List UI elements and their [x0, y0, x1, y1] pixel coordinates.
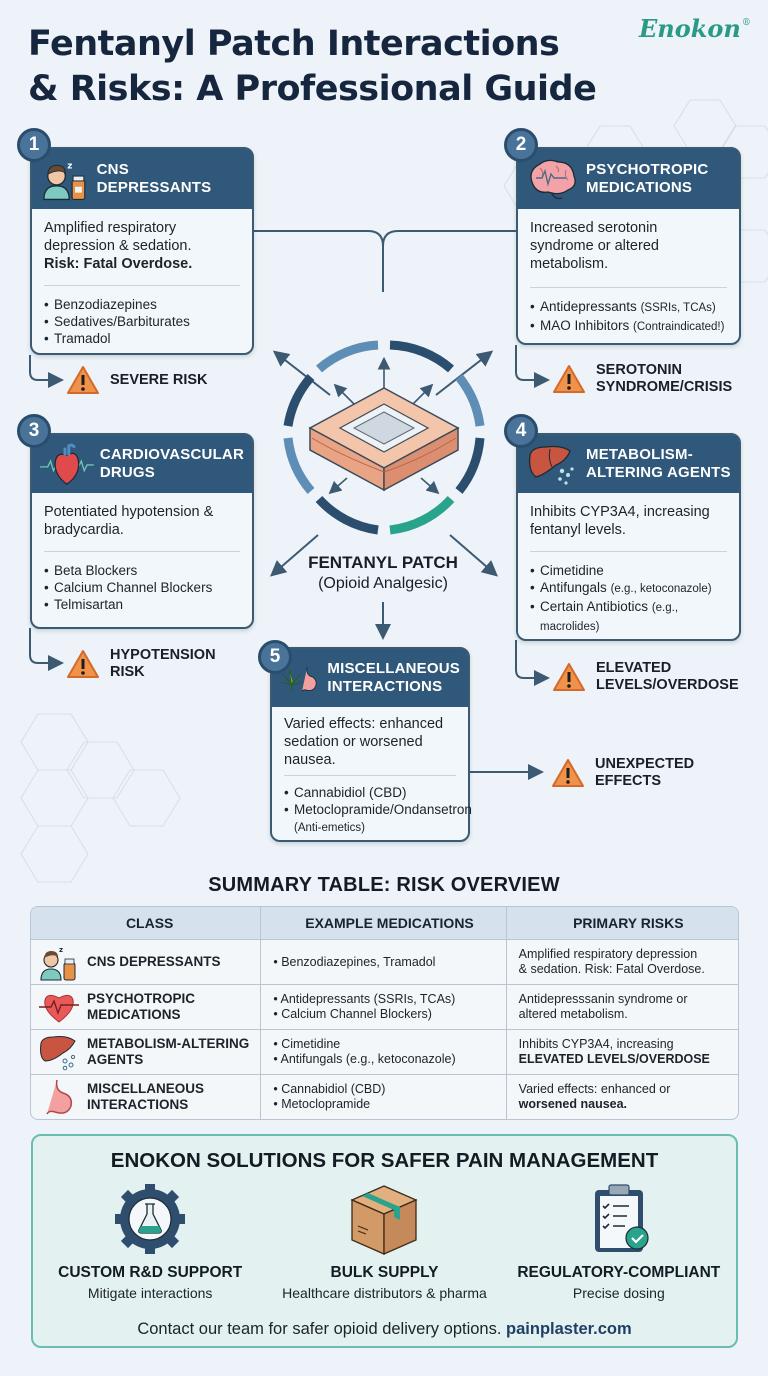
solutions-title: ENOKON SOLUTIONS FOR SAFER PAIN MANAGEME…	[110, 1149, 659, 1172]
cannabis-stomach-icon	[281, 666, 317, 692]
center-ring	[283, 340, 485, 535]
warning-icon	[552, 759, 584, 787]
summary-table-title: SUMMARY TABLE: RISK OVERVIEW	[208, 874, 560, 896]
list-item: Antidepressants (SSRIs, TCAs)	[530, 298, 727, 317]
svg-text:z: z	[59, 946, 63, 954]
solution-regulatory-compliant: REGULATORY-COMPLIANT Precise dosing	[502, 1182, 736, 1301]
card-4-number-badge: 4	[504, 414, 538, 448]
column-header: PRIMARY RISKS	[573, 914, 684, 931]
table-header-row: CLASS EXAMPLE MEDICATIONS PRIMARY RISKS	[31, 907, 738, 939]
card-cns-depressants: z CNS DEPRESSANTS Amplified respiratory …	[30, 147, 254, 355]
card-2-title: PSYCHOTROPIC	[586, 161, 709, 178]
liver-icon	[40, 1036, 76, 1071]
contact-line: Contact our team for safer opioid delive…	[137, 1320, 632, 1338]
card-5-title: MISCELLANEOUS	[327, 660, 460, 677]
card-3-med-list: Beta Blockers Calcium Channel Blockers T…	[44, 562, 240, 613]
gear-flask-icon	[115, 1184, 186, 1254]
risk-callout-severe: SEVERE RISK	[66, 365, 208, 395]
card-4-med-list: Cimetidine Antifungals (e.g., ketoconazo…	[530, 562, 727, 636]
card-3-number-badge: 3	[17, 414, 51, 448]
list-item: Certain Antibiotics (e.g., macrolides)	[530, 598, 727, 636]
painplaster-link[interactable]: painplaster.com	[506, 1320, 632, 1338]
clipboard-check-icon	[594, 1184, 649, 1252]
divider	[530, 551, 727, 552]
solution-bulk-supply: BULK SUPPLY Healthcare distributors & ph…	[267, 1182, 501, 1301]
center-fentanyl-patch-label: FENTANYL PATCH (Opioid Analgesic)	[308, 553, 458, 592]
column-header: CLASS	[31, 907, 262, 939]
stomach-icon	[46, 1079, 73, 1115]
list-item: Cannabidiol (CBD)	[284, 784, 456, 801]
heart-icon	[40, 443, 94, 485]
list-item: Metoclopramide/Ondansetron(Anti-emetics)	[284, 801, 472, 837]
list-item: Calcium Channel Blockers	[44, 579, 240, 596]
divider	[530, 287, 727, 288]
solution-custom-rd: CUSTOM R&D SUPPORT Mitigate interactions	[33, 1182, 267, 1301]
list-item: Tramadol	[44, 330, 240, 347]
divider	[44, 285, 240, 286]
sleepy-person-medicine-icon: z	[43, 161, 86, 201]
card-3-title: CARDIOVASCULAR	[99, 446, 244, 463]
list-item: Beta Blockers	[44, 562, 240, 579]
list-item: Telmisartan	[44, 596, 240, 613]
sleepy-person-medicine-icon: z	[40, 946, 76, 981]
card-2-med-list: Antidepressants (SSRIs, TCAs) MAO Inhibi…	[530, 298, 727, 336]
warning-icon	[553, 365, 585, 393]
card-1-med-list: Benzodiazepines Sedatives/Barbiturates T…	[44, 296, 240, 347]
divider	[44, 551, 240, 552]
card-2-number-badge: 2	[504, 128, 538, 162]
connector-diagram	[29, 230, 550, 780]
warning-icon	[67, 650, 99, 678]
enokon-solutions-panel: ENOKON SOLUTIONS FOR SAFER PAIN MANAGEME…	[31, 1134, 738, 1348]
table-row: z CNS DEPRESSANTS • Benzodiazepines, Tra…	[31, 939, 738, 984]
heartbeat-icon	[39, 994, 79, 1023]
card-4-title: METABOLISM-	[586, 446, 693, 463]
transdermal-patch-icon	[308, 387, 460, 492]
page-title: Fentanyl Patch Interactions & Risks: A P…	[28, 24, 597, 109]
brain-icon	[530, 159, 576, 200]
card-1-title: CNS DEPRESSANTS	[96, 161, 212, 196]
list-item: Sedatives/Barbiturates	[44, 313, 240, 330]
summary-table: CLASS EXAMPLE MEDICATIONS PRIMARY RISKS …	[30, 906, 739, 1120]
column-header: EXAMPLE MEDICATIONS	[261, 907, 507, 939]
list-item: Cimetidine	[530, 562, 727, 579]
box-icon	[350, 1185, 419, 1255]
card-5-med-list: Cannabidiol (CBD) Metoclopramide/Ondanse…	[284, 784, 472, 837]
warning-icon	[67, 366, 99, 394]
enokon-logo: Enokon®	[639, 14, 751, 43]
liver-icon	[528, 445, 574, 485]
svg-text:z: z	[67, 161, 72, 171]
card-metabolism-altering-agents: METABOLISM-ALTERING AGENTS Inhibits CYP3…	[516, 433, 741, 641]
list-item: Antifungals (e.g., ketoconazole)	[530, 579, 727, 598]
warning-icon	[553, 663, 585, 691]
list-item: Benzodiazepines	[44, 296, 240, 313]
card-5-number-badge: 5	[258, 640, 292, 674]
list-item: MAO Inhibitors (Contraindicated!)	[530, 317, 727, 336]
divider	[284, 775, 456, 776]
card-1-number-badge: 1	[17, 128, 51, 162]
